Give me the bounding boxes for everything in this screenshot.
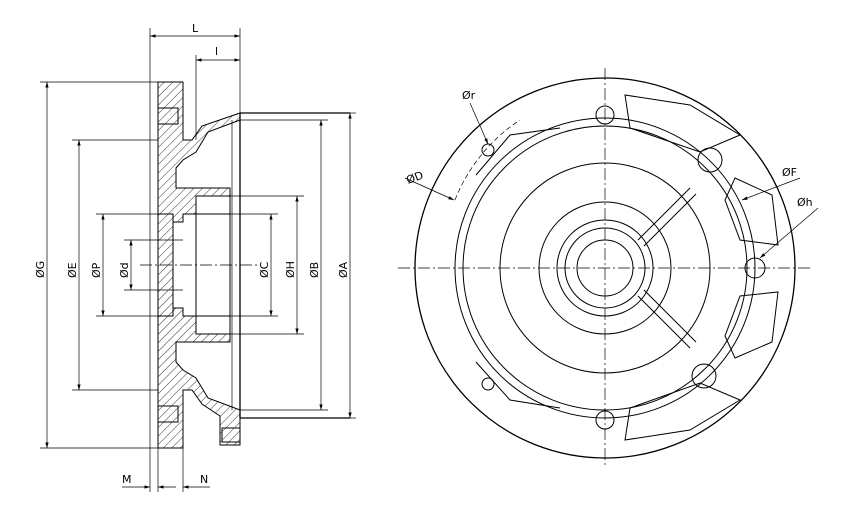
label-F: ØF [782, 166, 797, 179]
outer-flange-circle [414, 77, 796, 459]
rib-upper-2 [643, 193, 697, 247]
label-r: Ør [462, 89, 476, 102]
window-right-upper [724, 177, 779, 246]
flange-section-lower [157, 307, 241, 449]
label-l: l [215, 45, 218, 58]
label-N: N [200, 473, 208, 486]
slot-upper [697, 147, 723, 173]
hole-h [744, 257, 766, 279]
label-h: Øh [797, 196, 813, 209]
label-G: ØG [34, 261, 47, 278]
rib-lower-2 [643, 289, 697, 343]
label-M: M [122, 473, 132, 486]
leader-h [759, 207, 819, 259]
leader-F [741, 177, 801, 201]
flange-section-upper [157, 81, 241, 223]
rib-lower-1 [637, 295, 691, 349]
hole-top-center [595, 105, 615, 125]
left-bracket-lower [475, 361, 561, 409]
slot-lower [691, 363, 717, 389]
hole-bottom-center [595, 410, 615, 430]
window-right-lower [724, 291, 779, 359]
spigot-hole [221, 427, 241, 443]
label-B: ØB [308, 262, 321, 278]
flange-web [157, 213, 174, 317]
leader-D [404, 177, 455, 201]
window-top [624, 94, 742, 153]
label-P: ØP [90, 262, 103, 278]
label-A: ØA [337, 261, 350, 278]
label-d: Ød [118, 262, 131, 278]
window-bottom [624, 382, 742, 441]
arc-D [454, 119, 521, 201]
section-view: L l M N ØG ØE ØP Ød ØC [34, 22, 356, 492]
label-C: ØC [258, 261, 271, 278]
label-D: ØD [405, 169, 426, 187]
hole-r-upper [481, 143, 495, 157]
flange-circle-2 [454, 117, 756, 419]
inner-circle-2 [538, 201, 672, 335]
rib-upper-1 [637, 187, 691, 241]
left-bracket-upper [475, 127, 561, 176]
leader-r [469, 102, 489, 145]
hub-circle-2 [564, 227, 646, 309]
hub-circle-1 [556, 219, 654, 317]
inner-circle-1 [499, 162, 711, 374]
front-view: Ør ØD ØF Øh [398, 68, 819, 468]
label-L: L [192, 22, 199, 35]
hole-r-lower [481, 377, 495, 391]
label-H: ØH [284, 261, 297, 278]
bore-circle [576, 239, 634, 297]
flange-circle-3 [462, 125, 748, 411]
label-E: ØE [66, 262, 79, 278]
